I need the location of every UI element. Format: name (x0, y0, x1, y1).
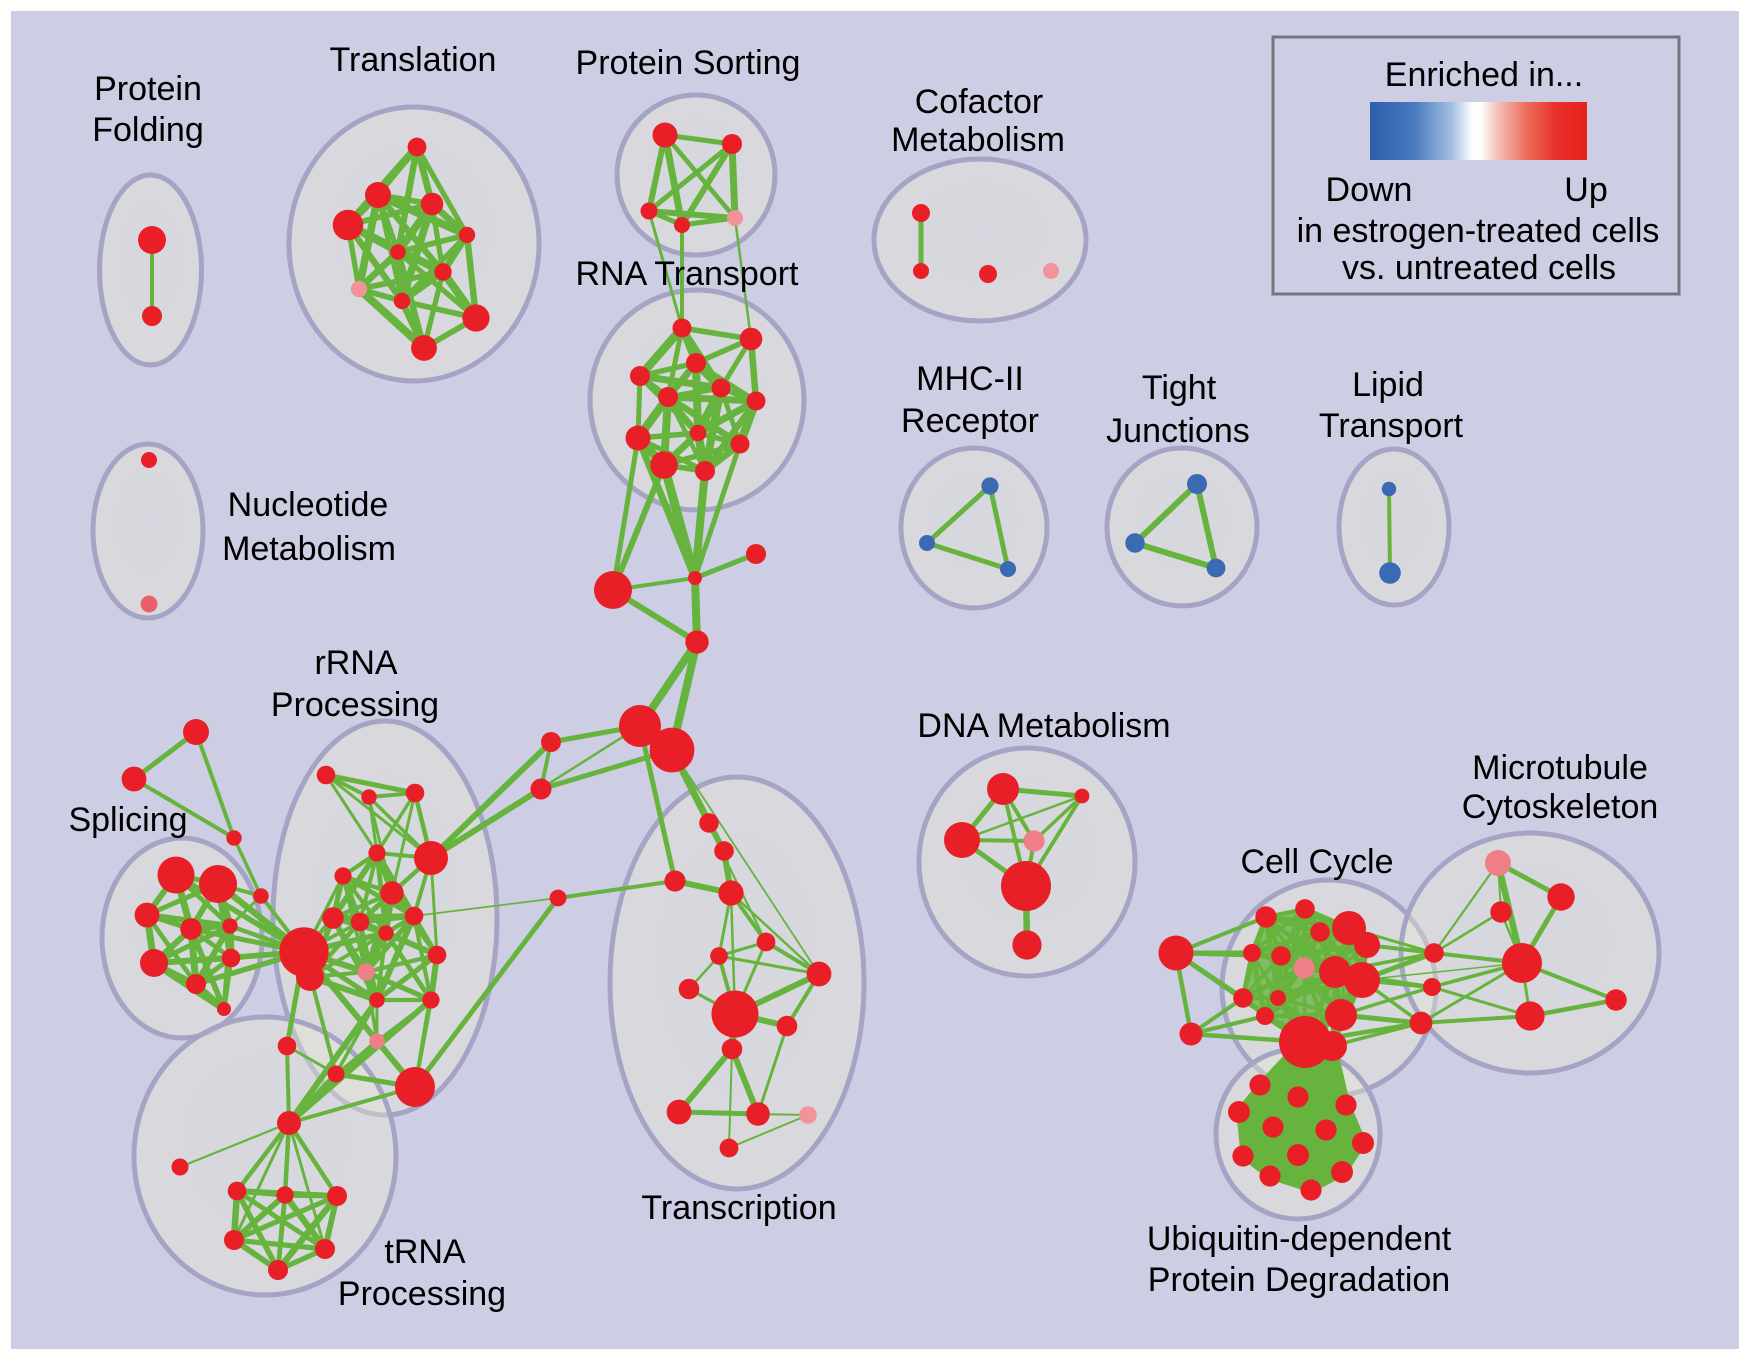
svg-text:Folding: Folding (92, 111, 204, 149)
svg-text:Processing: Processing (271, 686, 439, 724)
svg-text:DNA Metabolism: DNA Metabolism (917, 707, 1170, 745)
svg-text:Nucleotide: Nucleotide (228, 486, 389, 524)
svg-text:Protein Sorting: Protein Sorting (576, 44, 801, 82)
svg-text:Ubiquitin-dependent: Ubiquitin-dependent (1147, 1220, 1452, 1258)
svg-text:MHC-II: MHC-II (916, 360, 1024, 398)
svg-text:Transport: Transport (1319, 407, 1464, 445)
svg-text:Translation: Translation (330, 41, 497, 79)
svg-text:Metabolism: Metabolism (891, 121, 1065, 159)
svg-text:Up: Up (1564, 171, 1607, 209)
svg-text:Cell Cycle: Cell Cycle (1240, 843, 1393, 881)
svg-text:in estrogen-treated cells: in estrogen-treated cells (1297, 212, 1660, 250)
svg-text:Junctions: Junctions (1106, 412, 1250, 450)
svg-text:Metabolism: Metabolism (222, 530, 396, 568)
svg-text:Transcription: Transcription (641, 1189, 836, 1227)
svg-text:Cofactor: Cofactor (915, 83, 1044, 121)
svg-text:Receptor: Receptor (901, 402, 1039, 440)
svg-text:Lipid: Lipid (1352, 366, 1424, 404)
svg-text:Cytoskeleton: Cytoskeleton (1462, 788, 1659, 826)
svg-text:Microtubule: Microtubule (1472, 749, 1648, 787)
svg-text:Enriched in...: Enriched in... (1385, 56, 1583, 94)
svg-text:Protein Degradation: Protein Degradation (1148, 1261, 1450, 1299)
svg-text:rRNA: rRNA (314, 644, 397, 682)
svg-text:tRNA: tRNA (384, 1233, 466, 1271)
svg-text:Splicing: Splicing (68, 801, 187, 839)
svg-text:Down: Down (1326, 171, 1413, 209)
svg-text:Processing: Processing (338, 1275, 506, 1313)
svg-text:Protein: Protein (94, 70, 202, 108)
svg-text:vs. untreated cells: vs. untreated cells (1342, 249, 1616, 287)
svg-text:RNA Transport: RNA Transport (576, 255, 800, 293)
svg-text:Tight: Tight (1142, 369, 1217, 407)
